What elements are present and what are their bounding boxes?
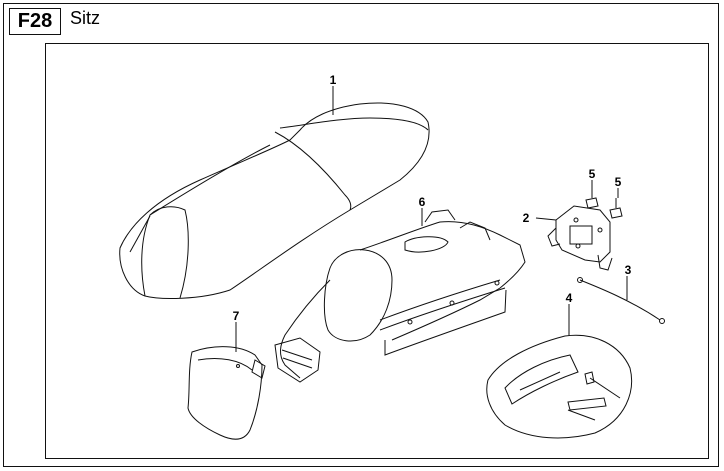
rear-tray-icon[interactable] (274, 209, 526, 383)
page-frame (3, 3, 719, 467)
diagram-code: F28 (9, 8, 61, 35)
diagram-frame (45, 43, 709, 459)
leader-lines (235, 86, 628, 352)
callout-4: 4 (566, 291, 573, 305)
callout-2: 2 (523, 211, 530, 225)
side-cover-icon[interactable] (187, 346, 266, 440)
seat-release-cable-icon[interactable] (577, 277, 665, 324)
diagram-title: Sitz (70, 8, 101, 28)
callout-3: 3 (625, 263, 632, 277)
callout-5b: 5 (615, 175, 622, 189)
callout-6: 6 (419, 195, 426, 209)
seat-lock-bracket-icon[interactable] (547, 205, 613, 271)
seat-icon[interactable] (119, 102, 430, 299)
callout-1: 1 (330, 73, 337, 87)
tool-kit-icon[interactable] (486, 334, 633, 439)
bolt-icon[interactable] (585, 190, 623, 219)
callout-5a: 5 (589, 167, 596, 181)
callout-7: 7 (233, 309, 240, 323)
